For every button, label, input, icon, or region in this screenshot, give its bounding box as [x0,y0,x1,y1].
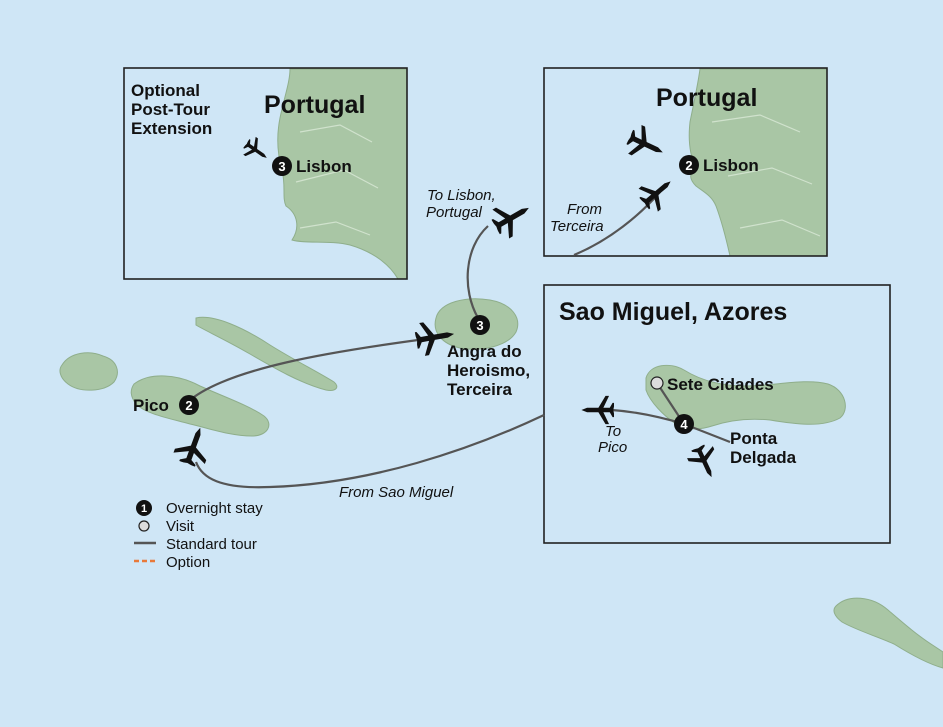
to-label: To [605,423,621,440]
inset-frame-main [543,67,828,257]
stop-number: 4 [680,417,688,432]
overnight-marker [679,155,699,175]
terceira-name-1: Angra do [447,342,522,361]
stop-number: 3 [278,159,285,174]
legend-standard: Standard tour [166,536,257,553]
stop-number: 3 [476,318,483,333]
route-from-terceira-inset [573,191,661,257]
island-flores [59,352,118,391]
terceira-name-2: Heroismo, [447,361,530,380]
island-pico [130,375,270,437]
route-pico-terceira [189,338,419,401]
inset-frame-sao-miguel [543,284,891,544]
visit-marker [650,376,664,390]
from-sao-miguel-label: From Sao Miguel [339,484,454,501]
inset-title-portugal-main: Portugal [656,84,757,112]
legend-option: Option [166,554,210,571]
pico-name: Pico [133,396,169,415]
pico-label: Pico [598,439,627,456]
legend-overnight-number: 1 [141,503,147,515]
island-santa-maria [833,597,943,669]
stop-number: 2 [685,158,692,173]
portugal-regions-main [711,114,821,237]
overnight-marker [674,414,694,434]
overnight-marker [272,156,292,176]
route-sao-miguel-pico [194,414,545,489]
inset-sao-miguel: Sao Miguel, Azores Sete Cidades 4 Ponta … [543,284,891,544]
terceira-name-3: Terceira [447,380,512,399]
stop-lisbon-post: Lisbon [296,157,352,176]
post-tour-label: Post-Tour [131,100,210,119]
stop-delgada-label: Delgada [730,448,797,467]
portugal-label: Portugal [426,204,483,221]
portugal-regions-post [295,124,379,236]
island-sao-jorge [195,316,338,391]
extension-label: Extension [131,119,212,138]
inset-portugal-main: Portugal 2 Lisbon From Terceira [543,67,828,257]
legend-visit-icon [138,520,150,532]
inset-title-sao-miguel: Sao Miguel, Azores [559,298,787,326]
inset-title-portugal-post: Portugal [264,91,365,119]
visit-sete-cidades: Sete Cidades [667,375,774,394]
legend: 1 Overnight stay Visit Standard tour Opt… [134,500,263,571]
portugal-land-main [688,68,828,257]
route-terceira-lisbon [466,225,489,319]
terceira-label: Terceira [550,218,604,235]
legend-visit: Visit [166,518,195,535]
overnight-marker [470,315,490,335]
optional-label: Optional [131,81,200,100]
inset-frame-post [123,67,408,280]
stop-lisbon-main: Lisbon [703,156,759,175]
stop-ponta-label: Ponta [730,429,778,448]
from-label: From [567,201,602,218]
legend-overnight: Overnight stay [166,500,263,517]
stop-number: 2 [185,398,192,413]
legend-overnight-icon [136,500,152,516]
to-lisbon-label: To Lisbon, [427,187,496,204]
overnight-marker [179,395,199,415]
inset-portugal-post-tour: Optional Post-Tour Extension Portugal 3 … [123,67,408,280]
